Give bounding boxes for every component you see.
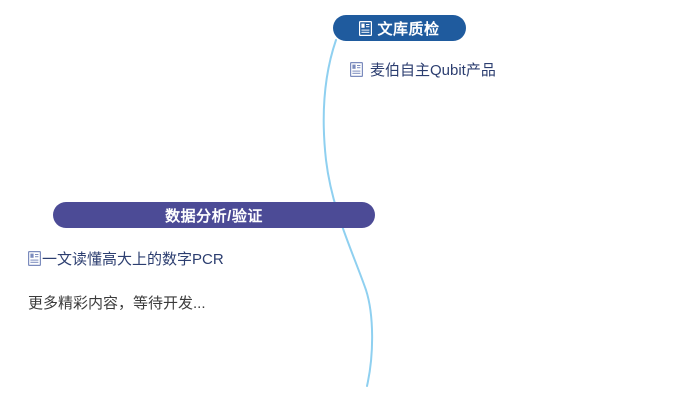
branch-header-data-analysis[interactable]: 数据分析/验证 <box>53 202 375 228</box>
branch-header-label: 数据分析/验证 <box>165 207 263 225</box>
branch-header-label: 文库质检 <box>377 20 440 38</box>
list-item-label: 一文读懂高大上的数字PCR <box>42 251 224 268</box>
placeholder-note: 更多精彩内容，等待开发... <box>28 295 206 312</box>
list-item-label: 麦伯自主Qubit产品 <box>370 62 496 79</box>
list-item[interactable]: 麦伯自主Qubit产品 <box>350 59 496 80</box>
document-icon <box>350 62 364 78</box>
branch-header-library-qc[interactable]: 文库质检 <box>333 15 466 41</box>
document-icon <box>359 20 373 36</box>
list-item[interactable]: 一文读懂高大上的数字PCR <box>28 248 224 269</box>
document-icon <box>28 251 42 267</box>
